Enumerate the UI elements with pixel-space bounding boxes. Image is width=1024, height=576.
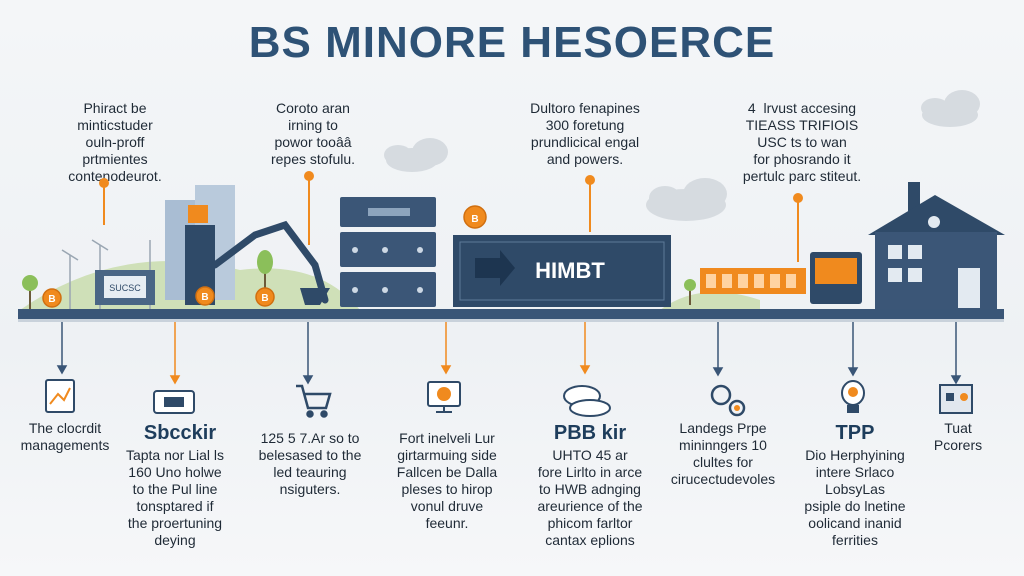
svg-text:B: B	[261, 293, 268, 304]
section-text-1: The clocrdit managements	[20, 420, 110, 453]
server-panel-label: HIMBT	[535, 258, 605, 283]
cloud-network-icon	[563, 385, 611, 417]
storefront-icon	[939, 384, 973, 414]
process-rail	[18, 309, 1004, 319]
section-heading-5: PBB kir	[553, 422, 627, 444]
chart-board-icon	[45, 379, 75, 413]
section-text-7: Dio Herphyining intere Srlaco LobsyLas p…	[804, 447, 906, 548]
svg-text:B: B	[471, 214, 478, 225]
top-note-2: Coroto aran irning to powor tooââ repes …	[270, 100, 356, 167]
server-rack	[340, 197, 436, 307]
top-note-1: Phiract be minticstuder ouln-proff prtmi…	[68, 100, 162, 184]
section-text-4: Fort inelveli Lur girtarmuing side Fallc…	[396, 430, 498, 531]
section-text-8: Tuat Pcorers	[933, 420, 983, 453]
section-text-6: Landegs Prpe mininngers 10 clultes for c…	[670, 420, 776, 487]
gear-icon	[710, 384, 746, 417]
section-text-5: UHTO 45 ar fore Lirlto in arce to HWB ad…	[537, 447, 643, 548]
section-text-3: 125 5 7.Ar so to belesased to the led te…	[258, 430, 362, 497]
plant-label: SUCSC	[109, 283, 141, 293]
lightbulb-icon	[841, 380, 865, 413]
shopping-cart-icon	[296, 384, 332, 418]
top-note-4: 4 lrvust accesing TIEASS TRIFIOIS USC ts…	[742, 100, 862, 184]
top-note-3: Dultoro fenapines 300 foretung prundlici…	[530, 100, 640, 167]
section-text-2: Tapta nor Lial ls 160 Uno holwe to the P…	[125, 447, 225, 548]
svg-text:B: B	[201, 292, 208, 303]
section-heading-7: TPP	[835, 422, 875, 444]
diagram-title: BS MINORE HESOERCE	[248, 18, 776, 67]
cloud-icon	[384, 90, 980, 221]
house-building	[868, 182, 1005, 310]
monitor-coin-icon	[427, 381, 461, 413]
cpu-chip-icon	[153, 390, 195, 414]
svg-text:B: B	[48, 294, 55, 305]
section-heading-2: Sbcckir	[143, 422, 217, 444]
